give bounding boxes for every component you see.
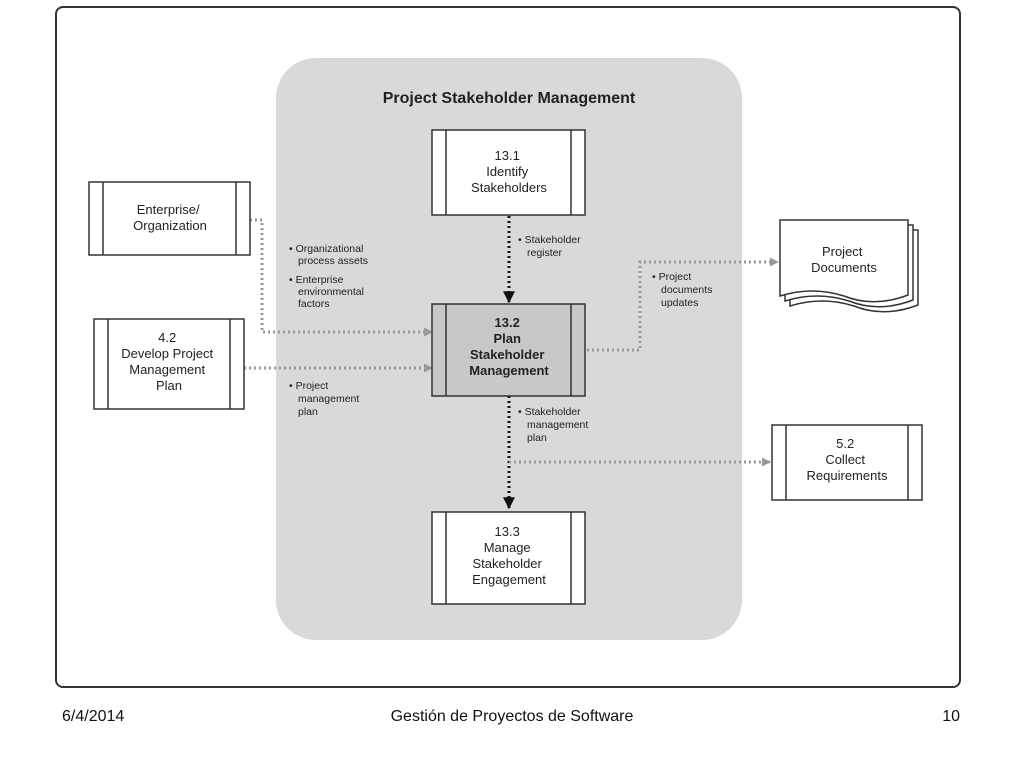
process-label: 13.2 [495, 315, 520, 330]
flow-label-project-management-plan: • Project management plan [289, 380, 362, 418]
external-enterprise-organization[interactable]: Enterprise/ Organization [88, 181, 251, 256]
process-label: Plan [156, 378, 182, 393]
process-diagram: Project Stakeholder Management 13.1 Iden… [88, 58, 923, 640]
svg-text:Enterprise/ Organization: Enterprise/ Organization [133, 202, 207, 233]
process-label: Stakeholder [470, 347, 544, 362]
process-label: Plan [493, 331, 521, 346]
external-label: Project [822, 244, 863, 259]
process-13-2-plan-stakeholder-management[interactable]: 13.2 Plan Stakeholder Management [431, 303, 586, 397]
process-label: 5.2 [836, 436, 854, 451]
process-13-3-manage-stakeholder-engagement[interactable]: 13.3 Manage Stakeholder Engagement [431, 511, 586, 605]
process-13-1-identify-stakeholders[interactable]: 13.1 Identify Stakeholders [431, 129, 586, 216]
process-5-2-collect-requirements[interactable]: 5.2 Collect Requirements [771, 424, 923, 501]
flow-label-documents-updates: • Project documents updates [652, 271, 715, 309]
diagram-title: Project Stakeholder Management [383, 90, 636, 107]
process-label: Collect [825, 452, 865, 467]
slide-frame [55, 6, 961, 688]
svg-text:4.2 Develop Project: 4.2 Develop Project Management Plan [121, 330, 216, 393]
process-label: Requirements [807, 468, 888, 483]
external-project-documents[interactable]: Project Documents [779, 219, 919, 313]
process-label: Manage [484, 540, 531, 555]
process-label: 13.1 [495, 148, 520, 163]
svg-text:Project Documents: Project Documents [811, 244, 877, 275]
svg-text:5.2 Collect Requir: 5.2 Collect Requirements [807, 436, 888, 483]
process-label: 13.3 [495, 524, 520, 539]
process-label: Engagement [472, 572, 546, 587]
flow-label-enterprise-inputs: • Organizational process assets • Enterp… [289, 243, 371, 310]
flow-label-stakeholder-management-plan: • Stakeholder management plan [518, 406, 591, 444]
svg-text:13.1 Identify Stak: 13.1 Identify Stakeholders [471, 148, 547, 195]
process-4-2-develop-project-management-plan[interactable]: 4.2 Develop Project Management Plan [93, 318, 245, 410]
footer-page-number: 10 [942, 708, 960, 725]
process-label: 4.2 [158, 330, 176, 345]
process-label: Management [469, 363, 549, 378]
process-label: Management [129, 362, 205, 377]
external-label: Organization [133, 218, 207, 233]
external-label: Documents [811, 260, 877, 275]
external-label: Enterprise/ [137, 202, 200, 217]
process-label: Stakeholders [471, 180, 547, 195]
process-label: Stakeholder [472, 556, 542, 571]
flow-enterprise-to-plan [250, 218, 433, 337]
footer-title: Gestión de Proyectos de Software [390, 708, 634, 725]
process-label: Develop Project [121, 346, 213, 361]
flow-plan-to-documents [587, 257, 779, 352]
svg-text:13.2 Plan Stakehol: 13.2 Plan Stakeholder Management [469, 315, 549, 378]
svg-text:13.3 Manage Stakeh: 13.3 Manage Stakeholder Engagement [472, 524, 546, 587]
process-label: Identify [486, 164, 528, 179]
flow-label-stakeholder-register: • Stakeholder register [518, 234, 584, 259]
footer-date: 6/4/2014 [62, 708, 125, 725]
